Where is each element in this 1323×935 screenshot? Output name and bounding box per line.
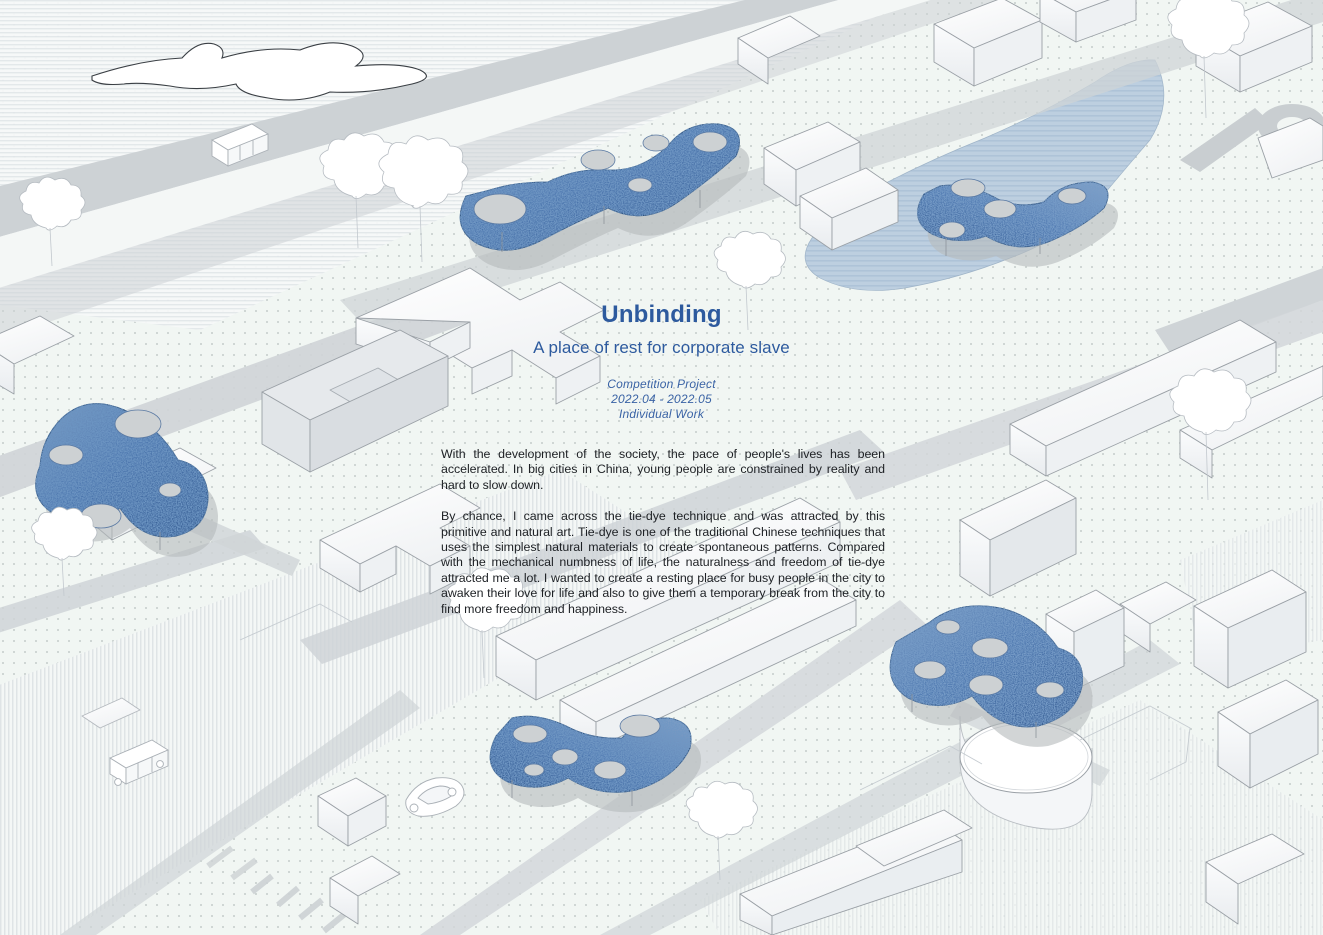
pavilion-east-pond[interactable]	[917, 178, 1109, 256]
proposed-canopy-outline	[91, 42, 427, 101]
building-east-bar-c	[959, 479, 1077, 597]
site-boundary-lines	[239, 603, 1191, 791]
building-pond-west-c	[737, 15, 821, 85]
tree	[713, 230, 786, 331]
tree	[19, 176, 86, 267]
building-southeast-a	[1205, 833, 1305, 925]
building-east-block-e	[1217, 679, 1319, 789]
pavilion-southeast-drum[interactable]	[889, 605, 1083, 738]
project-meta-authorship: Individual Work	[618, 407, 705, 421]
project-meta-dates: 2022.04 - 2022.05	[611, 392, 712, 406]
building-east-block-d	[1193, 569, 1307, 689]
building-southwest-b	[329, 855, 401, 925]
vehicles	[109, 123, 465, 817]
car-south	[405, 777, 465, 817]
project-description: With the development of the society, the…	[441, 447, 885, 617]
bus-north	[211, 123, 269, 167]
building-south-bar-b	[855, 809, 973, 867]
tree	[446, 567, 528, 679]
description-paragraph-2: By chance, I came across the tie-dye tec…	[441, 509, 885, 616]
building-left-small	[81, 697, 141, 729]
building-pond-west-a	[763, 121, 861, 207]
building-top-right-b	[1039, 0, 1137, 43]
pavilion-north-ridge[interactable]	[459, 123, 740, 252]
tree	[1167, 0, 1250, 119]
tree	[685, 780, 758, 881]
building-long-bar-center	[495, 497, 841, 701]
tree	[1169, 368, 1252, 501]
building-top-right-d	[1257, 117, 1323, 179]
tree	[31, 506, 98, 597]
van-southwest	[109, 739, 169, 786]
building-west-edge	[0, 315, 75, 395]
crosswalk-markings-south	[206, 845, 258, 881]
water-body	[804, 59, 1165, 291]
page-title: Unbinding	[601, 301, 722, 328]
tree	[378, 135, 469, 263]
building-top-right-a	[933, 0, 1043, 87]
description-paragraph-1: With the development of the society, the…	[441, 447, 885, 492]
page-subtitle: A place of rest for corporate slave	[533, 338, 790, 357]
crosswalk-markings	[250, 873, 348, 934]
pavilion-south-plaza[interactable]	[489, 714, 692, 806]
building-pond-west-b	[799, 167, 899, 251]
tree	[319, 132, 402, 249]
building-southwest-a	[317, 777, 387, 847]
project-meta-type: Competition Project	[607, 377, 716, 391]
road-boulevard-north	[0, 0, 1002, 339]
trees	[19, 0, 1252, 881]
